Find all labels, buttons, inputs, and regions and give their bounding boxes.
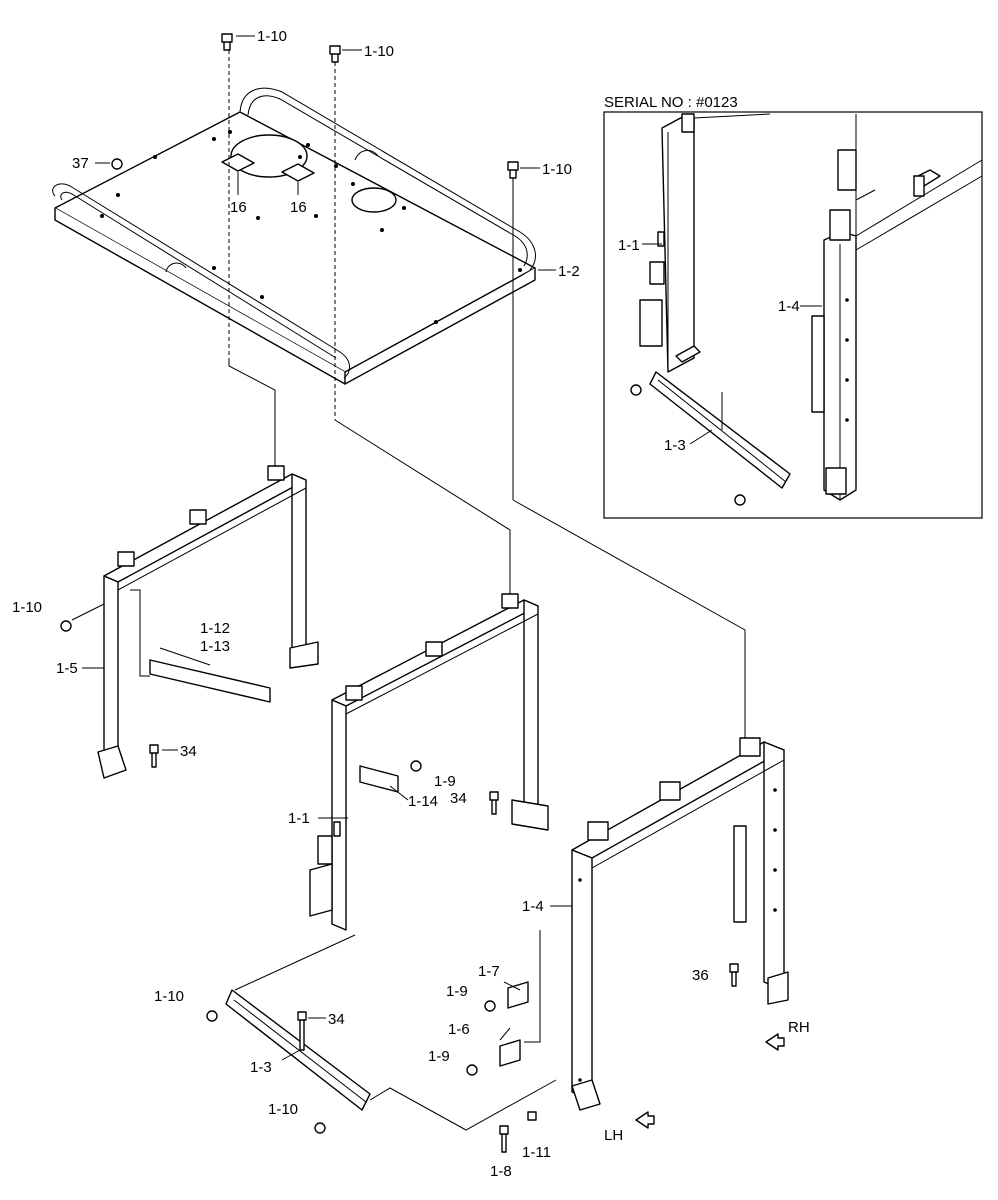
label-1-4: 1-4 [522,898,544,915]
top-plate [52,87,536,385]
callout-labels: 1-10 1-10 1-10 37 16 16 1-2 1-1 1-4 1-3 … [12,28,810,1180]
frame-1-5 [60,465,319,779]
label-1-10: 1-10 [257,28,287,45]
label-1-7: 1-7 [478,963,500,980]
label-1-10: 1-10 [268,1101,298,1118]
label-1-9: 1-9 [446,983,468,1000]
label-1-2: 1-2 [558,263,580,280]
label-1-1: 1-1 [288,810,310,827]
label-1-9: 1-9 [428,1048,450,1065]
label-RH: RH [788,1019,810,1036]
label-LH: LH [604,1127,623,1144]
leader-lines [228,360,746,1131]
label-34: 34 [328,1011,345,1028]
label-1-13: 1-13 [200,638,230,655]
brace-1-3 [206,989,371,1134]
serial-inset: SERIAL NO : #0123 [603,94,983,519]
label-1-5: 1-5 [56,660,78,677]
label-1-6: 1-6 [448,1021,470,1038]
label-1-3: 1-3 [664,437,686,454]
label-1-3: 1-3 [250,1059,272,1076]
label-34: 34 [180,743,197,760]
frame-1-4 [466,737,789,1153]
label-1-9: 1-9 [434,773,456,790]
label-1-10: 1-10 [542,161,572,178]
label-37: 37 [72,155,89,172]
top-bolts [95,33,556,500]
inset-title: SERIAL NO : #0123 [604,94,738,111]
direction-arrows [635,1033,785,1129]
label-1-11: 1-11 [522,1144,551,1161]
label-1-10: 1-10 [364,43,394,60]
label-1-8: 1-8 [490,1163,512,1180]
label-16: 16 [290,199,307,216]
label-1-10: 1-10 [12,599,42,616]
frame-1-1 [309,593,549,931]
label-1-12: 1-12 [200,620,230,637]
label-1-14: 1-14 [408,793,438,810]
label-1-10: 1-10 [154,988,184,1005]
label-16: 16 [230,199,247,216]
label-1-1: 1-1 [618,237,640,254]
label-36: 36 [692,967,709,984]
label-34: 34 [450,790,467,807]
label-1-4: 1-4 [778,298,800,315]
